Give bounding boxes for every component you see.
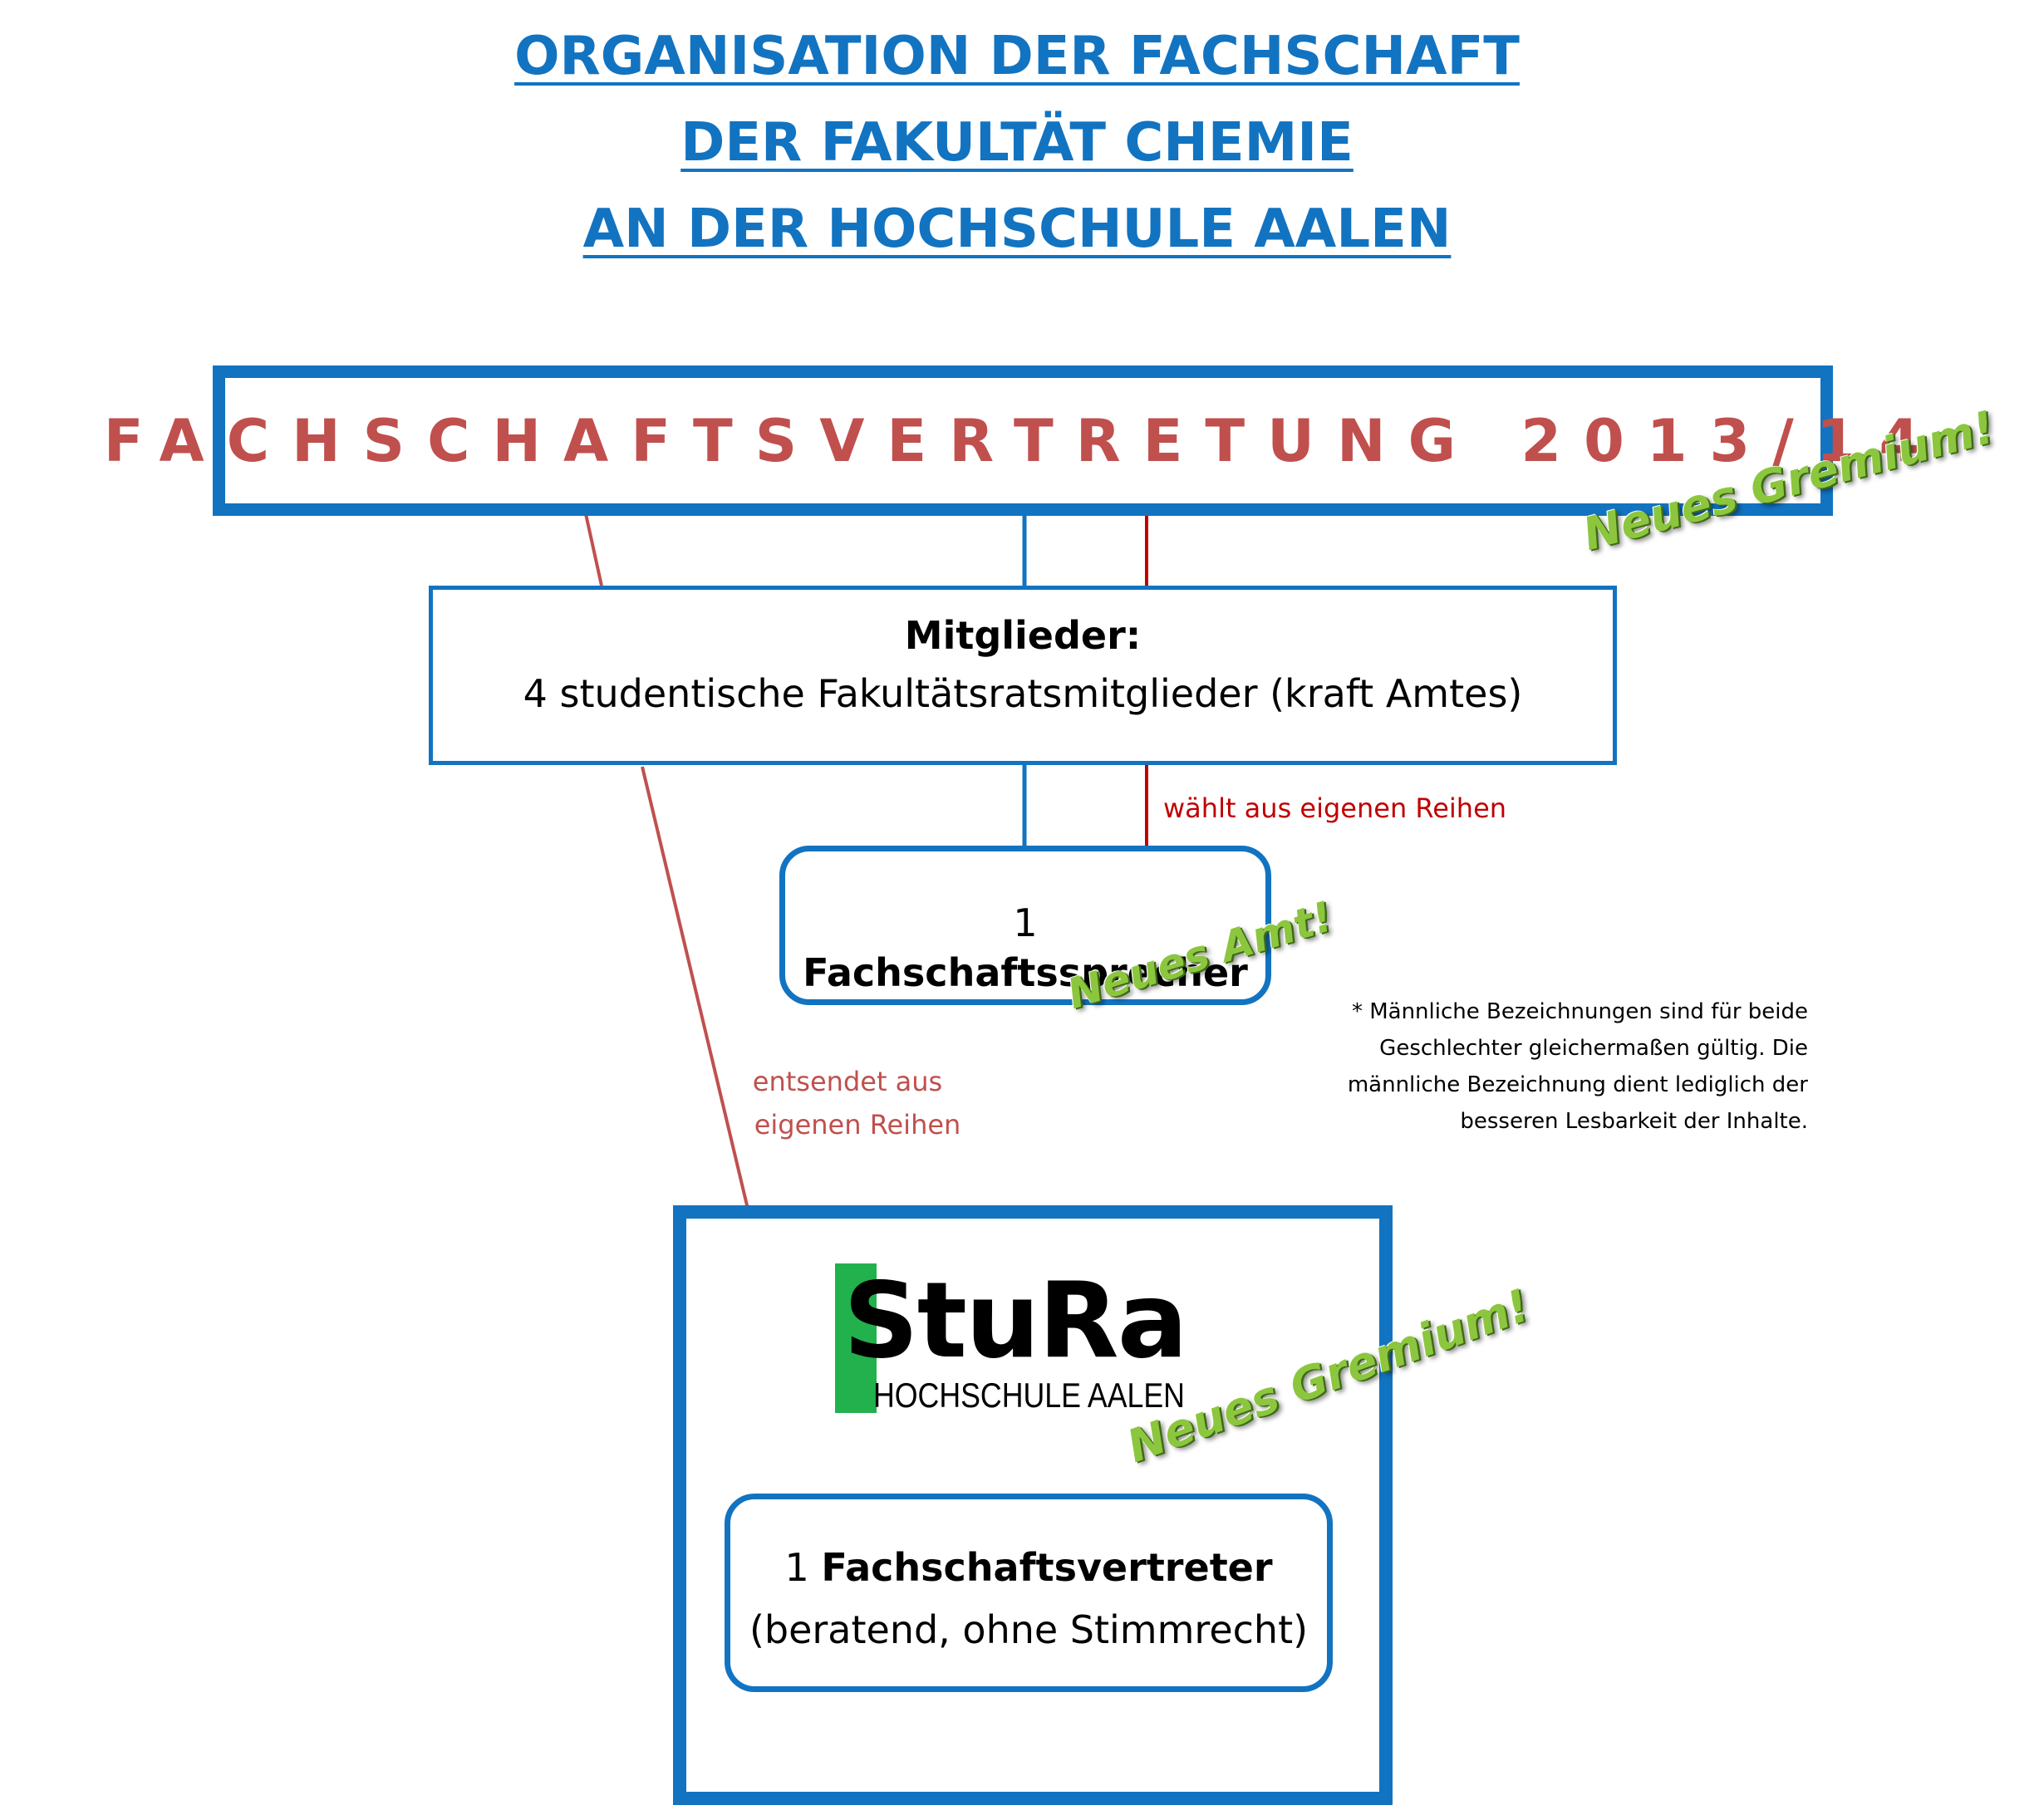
edge-label-sends-line1: entsendet aus <box>752 1066 943 1097</box>
title-line-3: AN DER HOCHSCHULE AALEN <box>582 199 1452 260</box>
members-description: 4 studentische Fakultätsratsmitglieder (… <box>523 671 1523 716</box>
stura-logo-green-bar <box>835 1263 877 1413</box>
footnote-line: männliche Bezeichnung dient lediglich de… <box>1347 1072 1808 1097</box>
vertreter-role: Fachschaftsvertreter <box>821 1545 1273 1590</box>
members-box: Mitglieder: 4 studentische Fakultätsrats… <box>429 586 1617 765</box>
vertreter-note: (beratend, ohne Stimmrecht) <box>749 1607 1309 1652</box>
title-line-2: DER FAKULTÄT CHEMIE <box>680 112 1354 174</box>
stura-logo-main: StuRa <box>843 1259 1188 1381</box>
edge-label-sends-line2: eigenen Reihen <box>754 1109 961 1141</box>
sprecher-box: 1 Fachschaftssprecher <box>779 846 1271 1005</box>
edge-label-elects: wählt aus eigenen Reihen <box>1163 792 1507 824</box>
footnote: * Männliche Bezeichnungen sind für beide… <box>1313 993 1808 1140</box>
members-title: Mitglieder: <box>904 613 1142 658</box>
sprecher-role: Fachschaftssprecher <box>803 950 1248 995</box>
fachschaftsvertretung-label: FACHSCHAFTSVERTRETUNG 2013/14 <box>103 406 1943 475</box>
stura-logo-sub: HOCHSCHULE AALEN <box>873 1376 1185 1415</box>
fachschaftsvertretung-box: FACHSCHAFTSVERTRETUNG 2013/14 <box>104 365 1919 516</box>
footnote-line: * Männliche Bezeichnungen sind für beide <box>1351 999 1808 1024</box>
vertreter-box: 1 Fachschaftsvertreter (beratend, ohne S… <box>725 1494 1333 1692</box>
edge-label-sends: entsendet aus eigenen Reihen <box>723 1060 972 1146</box>
title-line-1: ORGANISATION DER FACHSCHAFT <box>514 26 1520 87</box>
vertreter-count: 1 <box>784 1545 809 1590</box>
stura-logo: StuRa HOCHSCHULE AALEN <box>835 1259 1202 1415</box>
sprecher-count: 1 <box>1013 900 1038 945</box>
footnote-line: besseren Lesbarkeit der Inhalte. <box>1460 1109 1808 1134</box>
footnote-line: Geschlechter gleichermaßen gültig. Die <box>1379 1036 1808 1061</box>
